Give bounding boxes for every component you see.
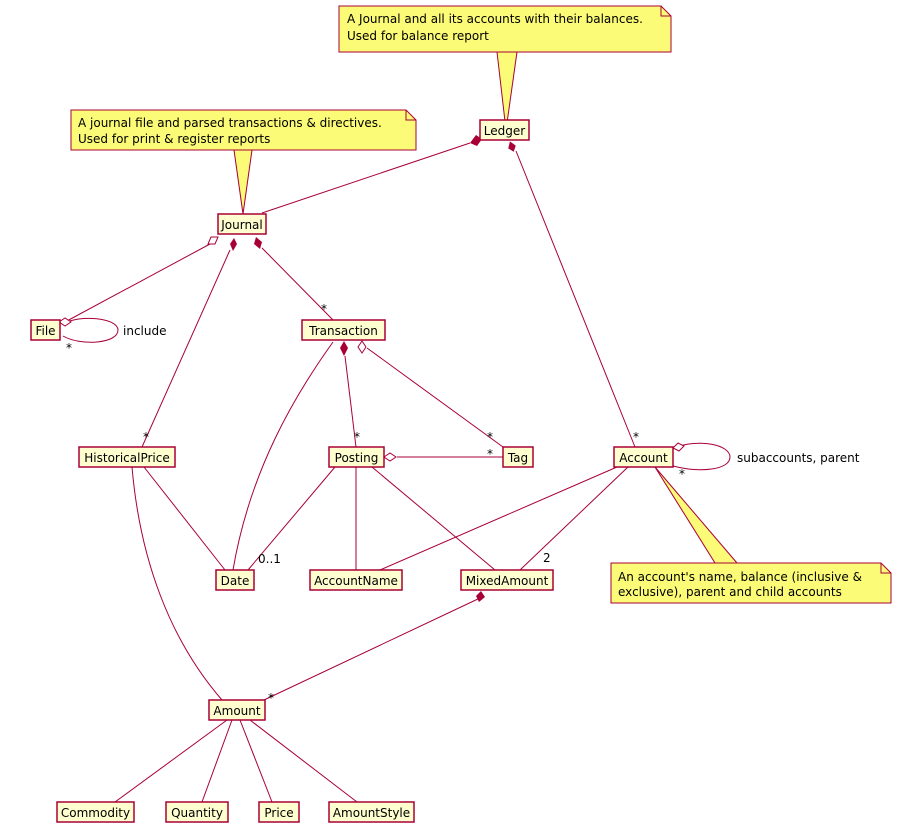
diamond-journal-historicalprice <box>230 238 237 251</box>
class-accountname[interactable]: AccountName <box>309 569 403 591</box>
class-file-label: File <box>35 324 55 338</box>
mult-amount-star: * <box>268 691 274 705</box>
edge-journal-historicalprice <box>141 249 231 448</box>
class-mixedamount[interactable]: MixedAmount <box>460 569 554 591</box>
class-price-label: Price <box>264 806 293 820</box>
class-file[interactable]: File <box>30 319 61 341</box>
edge-transaction-posting <box>344 355 357 448</box>
class-amount[interactable]: Amount <box>208 699 266 721</box>
note-ledger-line1: A Journal and all its accounts with thei… <box>347 12 643 26</box>
class-date[interactable]: Date <box>215 569 255 591</box>
class-amount-label: Amount <box>213 704 260 718</box>
class-quantity-label: Quantity <box>171 806 223 820</box>
edge-transaction-date <box>232 341 334 571</box>
class-tag-label: Tag <box>507 451 528 465</box>
note-ledger-line2: Used for balance report <box>347 29 489 43</box>
diamond-account-self <box>672 442 685 452</box>
diamond-transaction-posting <box>340 341 348 356</box>
class-journal-label: Journal <box>220 218 263 232</box>
mult-account-self-star: * <box>679 467 685 481</box>
class-boxes: Ledger Journal File Transaction Historic… <box>30 119 674 823</box>
class-date-label: Date <box>221 574 250 588</box>
mult-date-zero-one: 0..1 <box>258 552 281 566</box>
edge-transaction-tag <box>366 347 504 448</box>
edge-account-accountname <box>379 466 618 571</box>
diamond-posting-tag <box>383 452 397 462</box>
edges <box>62 142 731 803</box>
diamond-mixedamount-amount <box>476 591 485 602</box>
edge-posting-mixedamount <box>371 466 496 571</box>
class-historicalprice-label: HistoricalPrice <box>84 451 169 465</box>
class-journal[interactable]: Journal <box>217 213 267 235</box>
diamond-file-journal <box>58 317 72 327</box>
class-historicalprice[interactable]: HistoricalPrice <box>78 446 176 468</box>
diamond-journal-transaction <box>254 237 262 249</box>
edge-account-self <box>672 442 731 471</box>
class-mixedamount-label: MixedAmount <box>466 574 549 588</box>
edge-historicalprice-date <box>143 466 226 571</box>
mult-transaction-star: * <box>321 302 327 316</box>
note-journal-line1: A journal file and parsed transactions &… <box>78 116 382 130</box>
edge-amount-commodity <box>114 719 228 803</box>
label-file-include: include <box>123 324 166 338</box>
class-quantity[interactable]: Quantity <box>165 801 229 823</box>
mult-tag-star-1: * <box>487 430 493 444</box>
class-posting[interactable]: Posting <box>328 446 385 468</box>
class-amountstyle-label: AmountStyle <box>333 806 410 820</box>
class-commodity-label: Commodity <box>61 806 130 820</box>
class-posting-label: Posting <box>335 451 379 465</box>
note-account: An account's name, balance (inclusive & … <box>610 466 892 604</box>
diamonds <box>58 135 685 602</box>
class-amountstyle[interactable]: AmountStyle <box>328 801 415 823</box>
note-ledger: A Journal and all its accounts with thei… <box>338 5 672 131</box>
edge-amount-price <box>239 719 273 803</box>
class-transaction-label: Transaction <box>308 324 378 338</box>
class-transaction[interactable]: Transaction <box>301 319 386 341</box>
note-account-line1: An account's name, balance (inclusive & <box>618 570 862 584</box>
mult-tag-star-2: * <box>487 447 493 461</box>
diamond-transaction-tag <box>357 340 367 354</box>
note-account-line2: exclusive), parent and child accounts <box>618 585 842 599</box>
class-ledger[interactable]: Ledger <box>479 119 530 141</box>
class-account[interactable]: Account <box>613 446 674 468</box>
class-ledger-label: Ledger <box>484 124 525 138</box>
mult-historicalprice-star: * <box>143 430 149 444</box>
class-commodity[interactable]: Commodity <box>56 801 135 823</box>
mult-file-star: * <box>66 341 72 355</box>
edge-amount-quantity <box>201 719 233 803</box>
edge-amount-amountstyle <box>249 719 358 803</box>
edge-historicalprice-amount <box>131 466 223 701</box>
edge-file-self <box>62 317 119 343</box>
edge-account-mixedamount <box>519 466 629 571</box>
mult-posting-star: * <box>354 430 360 444</box>
edge-ledger-account <box>515 150 636 448</box>
diamond-ledger-journal <box>470 135 482 146</box>
note-journal-line2: Used for print & register reports <box>78 132 270 146</box>
diamond-journal-file <box>207 236 219 245</box>
edge-posting-date <box>247 466 336 571</box>
edge-mixedamount-amount <box>263 597 481 701</box>
mult-mixedamount-two: 2 <box>543 551 551 565</box>
edge-journal-transaction <box>261 247 334 321</box>
class-account-label: Account <box>619 451 668 465</box>
edge-ledger-journal <box>261 142 471 214</box>
class-accountname-label: AccountName <box>314 574 398 588</box>
mult-account-star: * <box>633 430 639 444</box>
edge-journal-file <box>64 243 211 323</box>
diamond-ledger-account <box>508 141 516 152</box>
class-tag[interactable]: Tag <box>502 446 534 468</box>
class-price[interactable]: Price <box>258 801 300 823</box>
note-journal: A journal file and parsed transactions &… <box>70 109 417 215</box>
label-account-self: subaccounts, parent <box>737 451 860 465</box>
edge-labels: * * include * * * * * * subaccounts, par… <box>66 302 860 705</box>
